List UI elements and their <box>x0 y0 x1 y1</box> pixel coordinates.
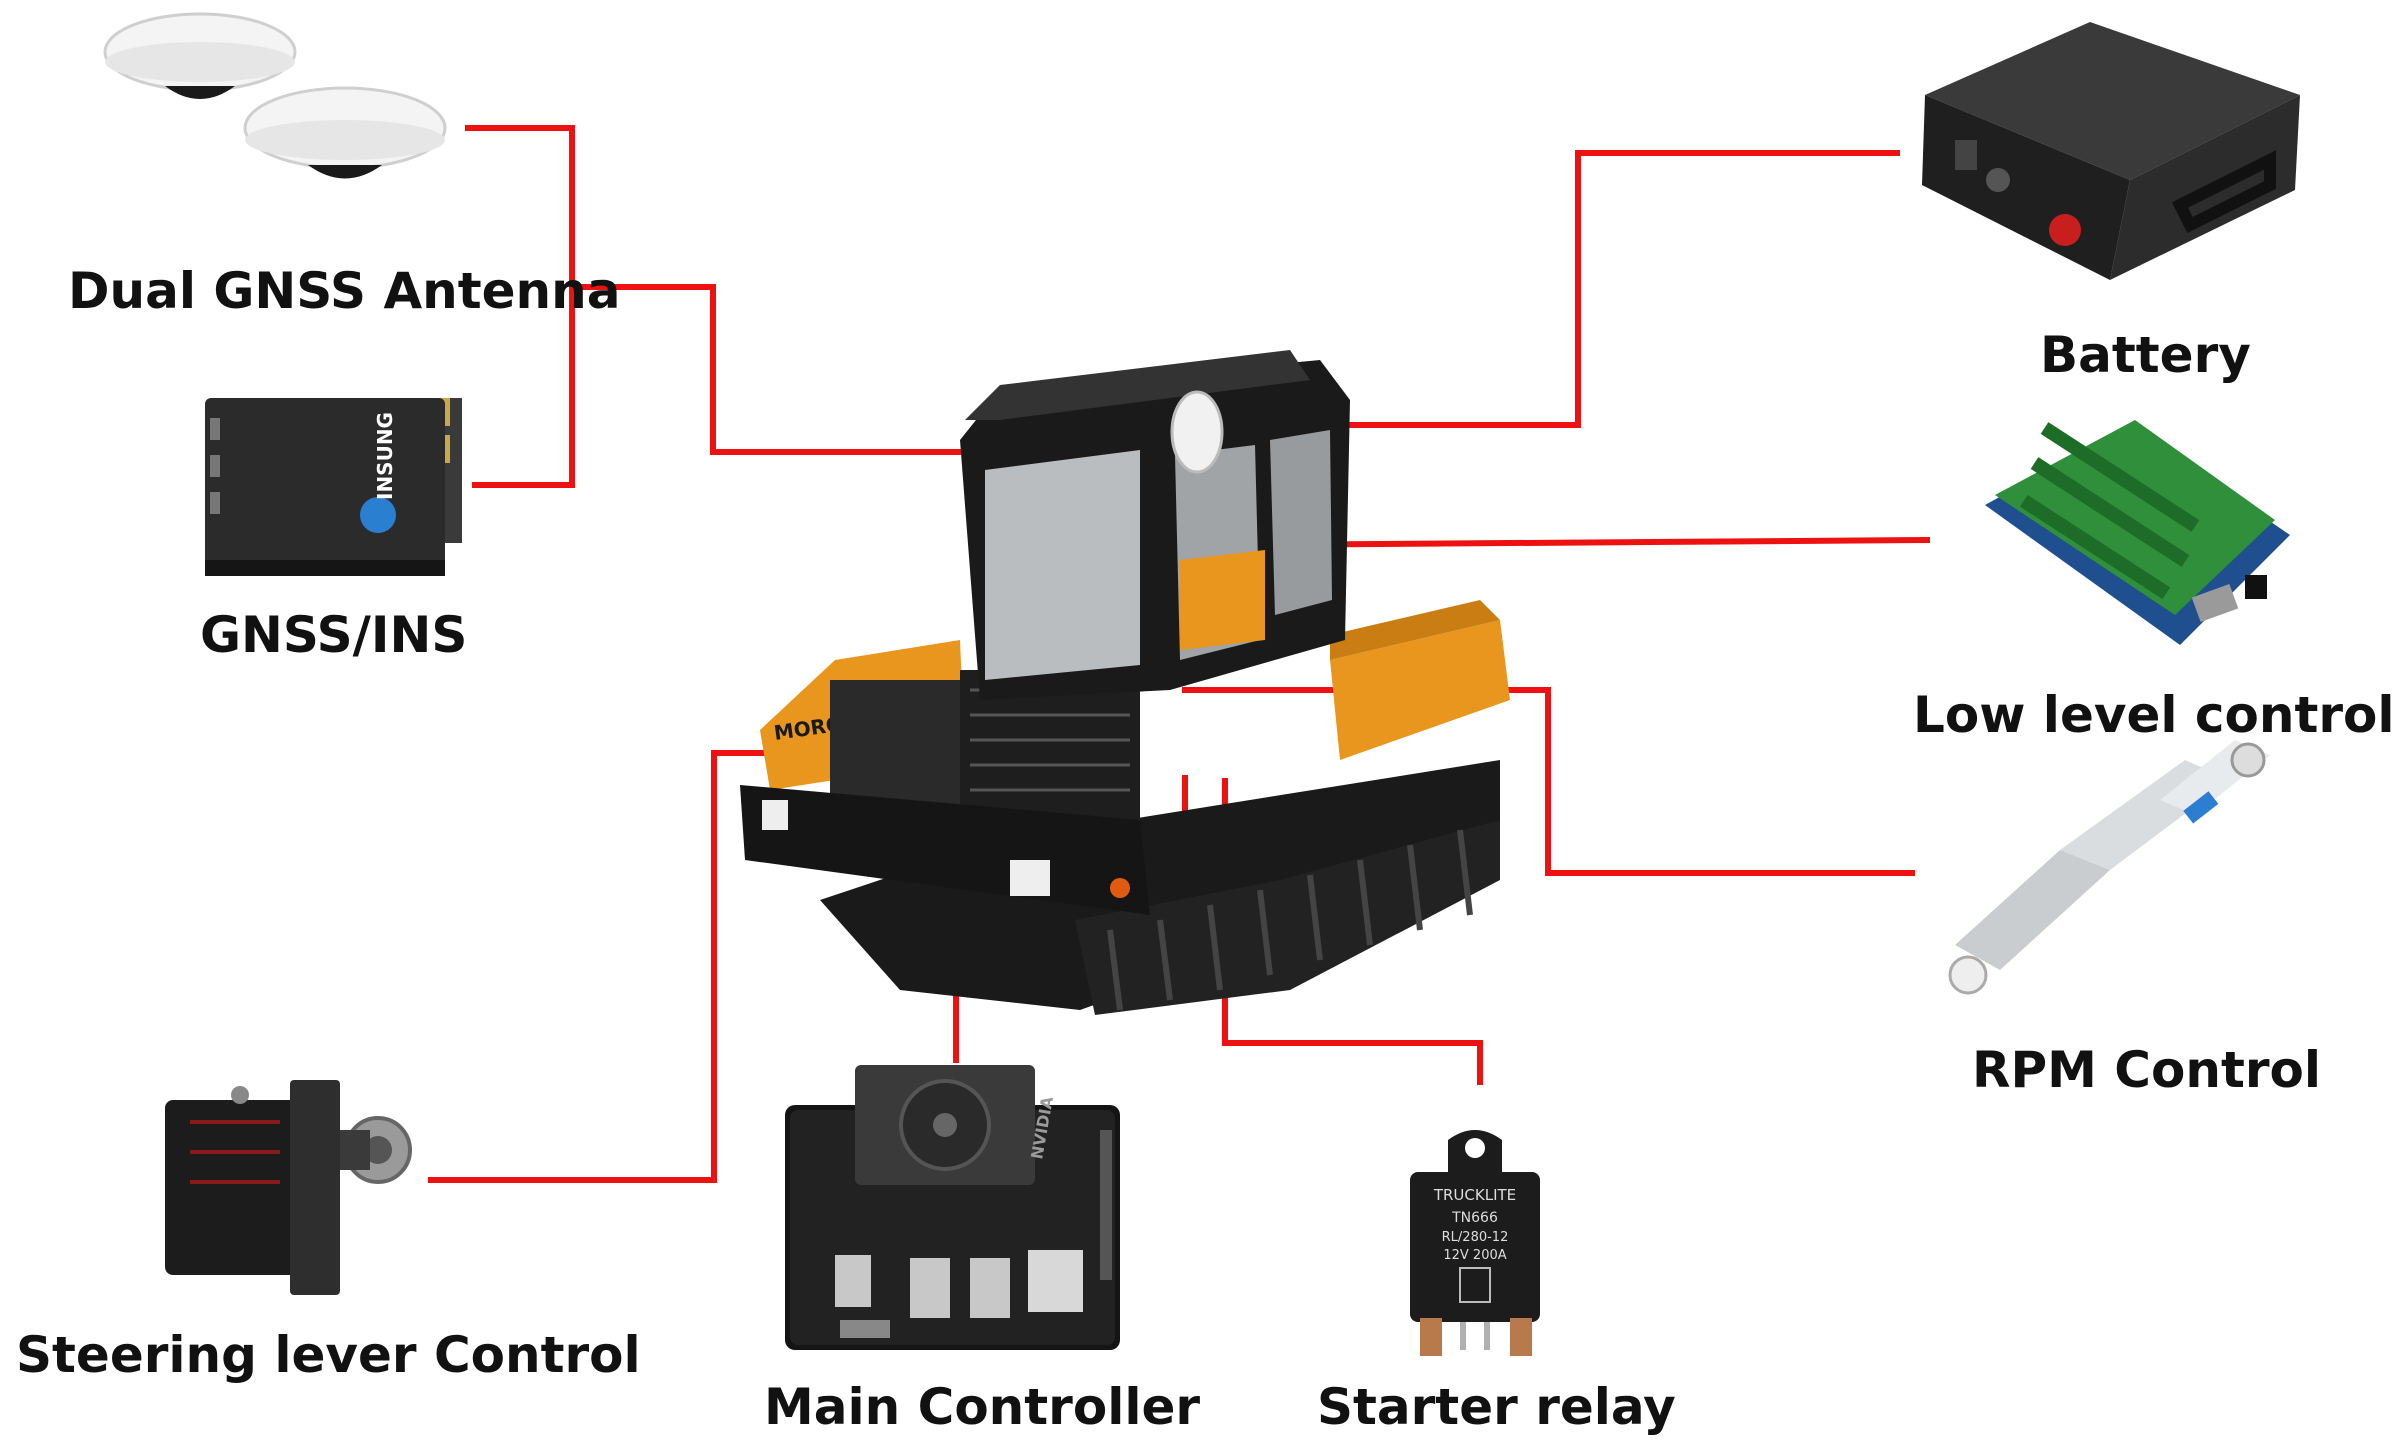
line-low-level-controller <box>1239 537 1931 548</box>
gnss-ins-module-icon: INSUNG <box>205 398 462 576</box>
relay-spec1-text: RL/280-12 <box>1442 1230 1509 1245</box>
terminal-board-icon <box>1985 420 2290 645</box>
battery-pack-icon <box>1922 22 2300 280</box>
label-gnss-ins: GNSS/INS <box>200 606 468 664</box>
label-steering-lever-control: Steering lever Control <box>16 1326 641 1384</box>
servo-motor-icon <box>165 1080 412 1295</box>
line-ins <box>472 287 575 488</box>
label-dual-gnss-antenna: Dual GNSS Antenna <box>68 262 621 320</box>
line-antenna <box>465 125 575 287</box>
jetson-board-icon: NVIDIA <box>785 1065 1120 1350</box>
label-main-controller: Main Controller <box>764 1378 1201 1436</box>
relay-icon: TRUCKLITE TN666 RL/280-12 12V 200A <box>1410 1130 1540 1356</box>
relay-model-text: TN666 <box>1451 1210 1498 1226</box>
relay-brand-text: TRUCKLITE <box>1433 1186 1516 1204</box>
ins-brand-text: INSUNG <box>373 412 397 500</box>
label-low-level-controller: Low level controller <box>1913 686 2395 744</box>
line-battery <box>1260 150 1900 428</box>
label-battery: Battery <box>2040 326 2251 384</box>
label-starter-relay: Starter relay <box>1317 1378 1676 1436</box>
gnss-antenna-icon <box>103 12 447 179</box>
line-gnss-to-vehicle <box>572 284 980 455</box>
relay-spec2-text: 12V 200A <box>1443 1248 1506 1263</box>
tracked-carrier-icon: MOROOKA <box>740 350 1510 1015</box>
label-rpm-control: RPM Control <box>1972 1041 2321 1099</box>
linear-actuator-icon <box>1948 740 2270 995</box>
